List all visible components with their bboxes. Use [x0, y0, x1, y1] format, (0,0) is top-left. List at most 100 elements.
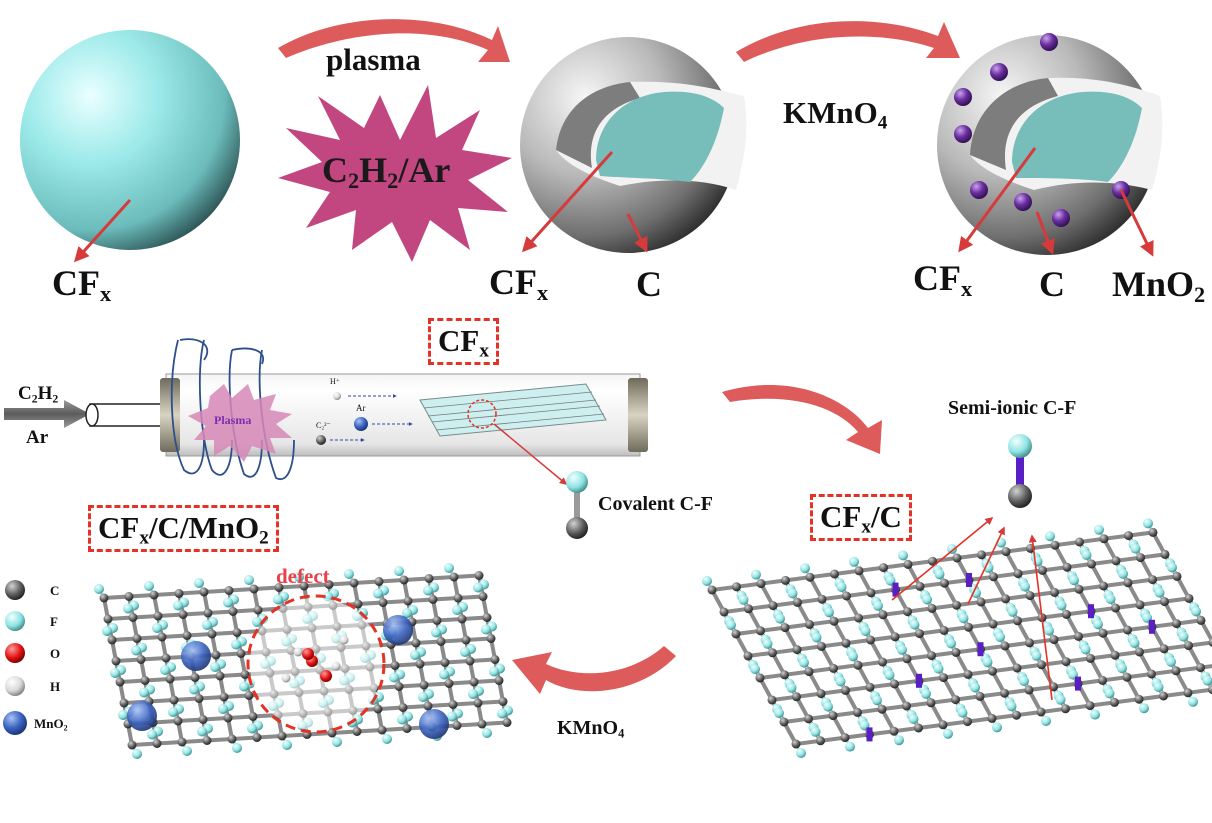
carbon-atom: [373, 704, 383, 714]
fluorine-atom: [152, 623, 162, 633]
h-ion: [333, 392, 341, 400]
carbon-atom: [1111, 556, 1121, 566]
fluorine-atom: [210, 662, 220, 672]
mno2-particle: [990, 63, 1008, 81]
fluorine-atom: [118, 710, 128, 720]
carbon-atom: [482, 613, 492, 622]
carbon-atom: [274, 583, 284, 592]
fluorine-atom: [1191, 606, 1201, 617]
oxygen-atom: [302, 648, 314, 660]
carbon-atom: [398, 703, 408, 712]
carbon-atom: [352, 727, 362, 736]
fluorine-atom: [909, 619, 920, 630]
carbon-atom: [477, 719, 487, 729]
carbon-atom: [977, 550, 986, 560]
fluorine-atom: [1139, 703, 1149, 714]
fluorine-atom: [197, 726, 207, 737]
carbon-atom: [1208, 638, 1212, 647]
fluorine-atom: [787, 588, 798, 599]
carbon-atom: [178, 610, 188, 619]
carbon-atom: [132, 634, 142, 643]
fluorine-atom: [811, 632, 822, 643]
carbon-atom: [1001, 547, 1011, 557]
carbon-atom: [1000, 688, 1009, 698]
fluorine-atom: [992, 722, 1002, 733]
semi-ionic-bond: [892, 582, 899, 597]
carbon-atom: [1012, 663, 1022, 673]
carbon-atom: [232, 628, 242, 637]
fluorine-atom: [223, 597, 233, 608]
fluorine-atom: [1178, 631, 1189, 642]
fluorine-atom: [382, 734, 392, 744]
mno2-particle: [1040, 33, 1058, 51]
carbon-atom: [854, 566, 864, 576]
fluorine-atom: [800, 563, 810, 574]
mno2-nanoparticle: [419, 709, 449, 739]
carbon-atom: [1123, 578, 1133, 588]
fluorine-atom: [946, 638, 956, 649]
carbon-atom: [1122, 672, 1132, 682]
fluorine-atom: [872, 695, 882, 706]
cfx-c-mno2-sphere: [937, 33, 1163, 255]
fluorine-atom: [1044, 625, 1054, 636]
fluorine-atom: [796, 748, 806, 758]
mno2-particle: [954, 125, 972, 143]
carbon-atom: [927, 603, 937, 613]
top-pointers: [73, 147, 1154, 263]
carbon-atom: [903, 607, 912, 617]
ar-atom: [354, 417, 368, 431]
carbon-atom: [1098, 628, 1108, 638]
carbon-atom: [987, 713, 997, 723]
fluorine-atom: [1188, 696, 1198, 707]
fluorine-atom: [1041, 716, 1051, 726]
carbon-atom: [779, 717, 789, 727]
carbon-atom: [211, 650, 221, 660]
carbon-atom: [830, 569, 839, 579]
carbon-atom: [502, 718, 512, 727]
fluorine-atom: [897, 644, 907, 655]
carbon-atom: [1148, 527, 1158, 537]
arrow-to-cfx-c-mno2: [512, 646, 676, 694]
carbon-atom: [478, 592, 488, 601]
fluorine-atom: [971, 588, 981, 598]
carbon-atom: [394, 682, 404, 691]
fluorine-atom: [750, 664, 760, 674]
fluorine-atom: [147, 729, 157, 740]
fluorine-atom: [332, 737, 342, 747]
fluorine-atom: [1090, 709, 1100, 720]
fluorine-atom: [860, 626, 871, 636]
carbon-atom: [768, 648, 777, 658]
carbon-atom: [976, 597, 986, 607]
fluorine-atom: [1104, 688, 1115, 699]
carbon-atom: [952, 600, 961, 610]
fluorine-atom: [244, 575, 254, 585]
carbon-atom: [194, 694, 204, 703]
carbon-atom: [927, 651, 936, 661]
c2-ion: [316, 435, 326, 445]
carbon-atom: [1184, 641, 1193, 651]
carbon-atom: [854, 613, 863, 623]
carbon-atom: [1196, 615, 1206, 625]
carbon-atom: [902, 654, 912, 664]
fluorine-atom: [934, 569, 945, 580]
carbon-atom: [173, 716, 183, 726]
carbon-atom: [1036, 707, 1046, 717]
carbon-atom: [829, 663, 838, 673]
carbon-atom: [732, 582, 741, 592]
plasma-step-label: plasma: [326, 42, 421, 77]
carbon-atom: [1012, 710, 1021, 720]
carbon-atom: [743, 651, 753, 661]
carbon-atom: [939, 625, 949, 635]
fluorine-atom: [823, 701, 833, 712]
reactor-lattice: [419, 383, 607, 437]
carbon-atom: [182, 631, 192, 640]
carbon-atom: [1110, 650, 1120, 660]
fluorine-atom: [239, 681, 249, 692]
carbon-atom: [411, 638, 421, 648]
legend-swatch-f: [5, 611, 25, 631]
carbon-atom: [842, 591, 851, 601]
carbon-atom: [153, 611, 163, 621]
carbon-atom: [249, 584, 259, 594]
fluorine-atom: [775, 613, 785, 624]
carbon-atom: [1136, 553, 1145, 563]
